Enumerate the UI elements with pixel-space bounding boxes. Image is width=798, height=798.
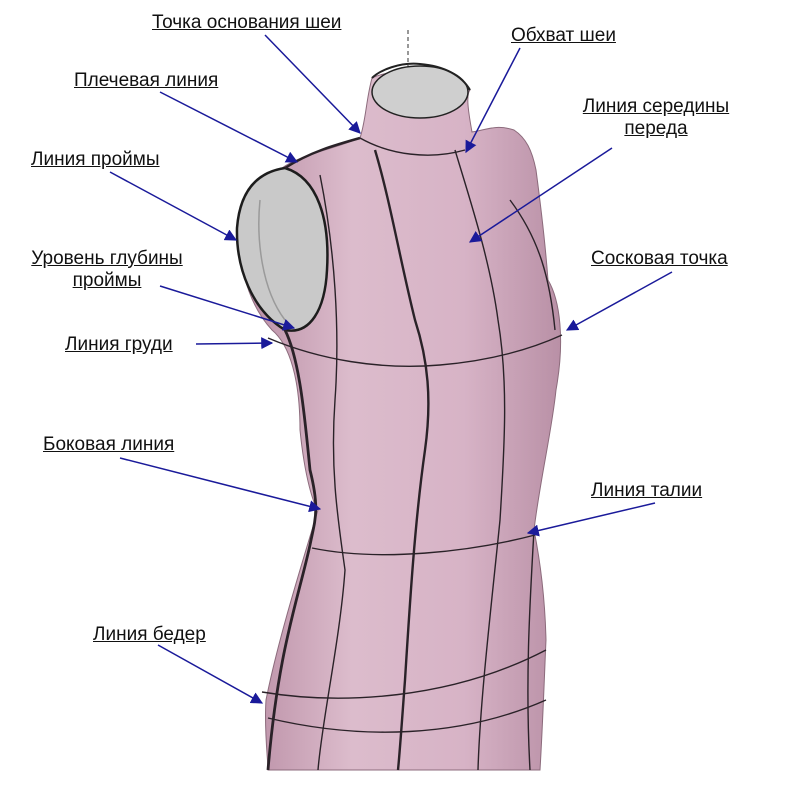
armhole-inner-shade: [258, 199, 286, 321]
pointer-lines: [109, 34, 673, 704]
label-armhole-depth-1: Уровень глубины: [31, 248, 183, 269]
hip-line: [261, 649, 547, 699]
pointer-armhole-depth: [159, 285, 296, 331]
shoulder-seam: [284, 136, 361, 170]
armhole-opening: [235, 166, 329, 332]
pointer-hip: [157, 644, 264, 704]
label-center-front-line: Линия середины переда: [566, 96, 746, 140]
bust-line: [267, 334, 563, 367]
label-armhole-depth: Уровень глубины проймы: [12, 248, 202, 292]
side-seam: [266, 329, 318, 771]
label-neck-girth: Обхват шеи: [511, 25, 616, 46]
pointer-neck-girth: [465, 47, 521, 154]
neck-base-line: [359, 137, 466, 156]
pointer-side: [119, 457, 322, 513]
pointer-waist: [526, 502, 656, 537]
pointer-shoulder: [159, 91, 299, 163]
label-neck-base-point: Точка основания шеи: [152, 12, 342, 33]
pointer-center-front: [468, 147, 613, 243]
label-hip-line: Линия бедер: [93, 624, 206, 645]
neck-collar: [371, 62, 471, 91]
label-waist-line: Линия талии: [591, 480, 703, 501]
label-center-front-line-1: Линия середины: [582, 96, 730, 117]
neck-opening: [371, 65, 469, 119]
label-nipple-point: Сосковая точка: [591, 248, 728, 269]
pointer-nipple: [565, 271, 673, 331]
label-armhole-line: Линия проймы: [31, 149, 160, 170]
label-bust-line: Линия груди: [65, 334, 173, 355]
front-right-lower: [527, 529, 535, 771]
label-armhole-depth-2: проймы: [72, 270, 142, 291]
front-princess-left: [373, 149, 430, 771]
seam-lines: [261, 136, 563, 771]
pointer-neck-base: [264, 34, 361, 134]
label-side-line: Боковая линия: [43, 434, 175, 455]
pointer-armhole: [109, 171, 238, 241]
hem-line: [267, 699, 547, 733]
label-center-front-line-2: переда: [624, 118, 688, 139]
center-front-seam: [509, 199, 556, 331]
waist-line: [311, 534, 536, 556]
pointer-bust: [195, 337, 274, 350]
back-princess: [317, 174, 346, 771]
label-shoulder-line: Плечевая линия: [74, 70, 219, 91]
